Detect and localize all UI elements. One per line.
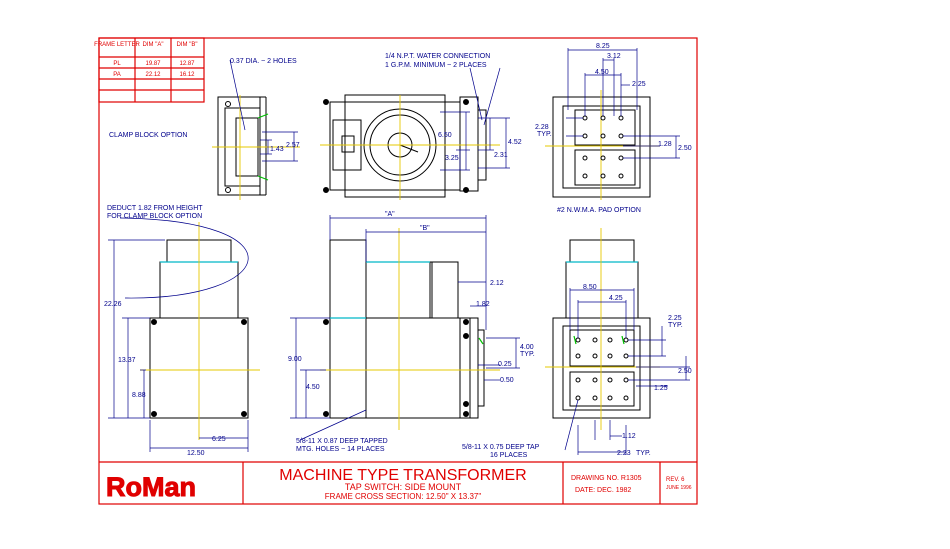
dim-label: 8.25 xyxy=(596,43,610,50)
dim-label: TYP. xyxy=(668,322,683,329)
drawing-subtitle: TAP SWITCH: SIDE MOUNT xyxy=(345,482,462,492)
clamp-block-view: 2.57 1.43 0.37 DIA. ~ 2 HOLES xyxy=(212,58,300,200)
table-cell: 22.12 xyxy=(145,72,161,78)
front-view: "A" "B" 2.12 1.82 9.00 4.50 4.00 TYP. 0.… xyxy=(288,211,535,453)
dim-label: 0.50 xyxy=(500,377,514,384)
dim-label: 1.25 xyxy=(654,385,668,392)
roman-logo: RoMan xyxy=(106,472,196,502)
water-note-1: 1/4 N.P.T. WATER CONNECTION xyxy=(385,53,490,60)
dim-label: 2.31 xyxy=(494,152,508,159)
table-header-dim-b: DIM "B" xyxy=(177,42,198,48)
pad-note: #2 N.W.M.A. PAD OPTION xyxy=(557,207,641,214)
dim-label: 1.28 xyxy=(658,141,672,148)
revision-date: JUNE 1996 xyxy=(666,485,692,491)
table-header-dim-a: DIM "A" xyxy=(143,42,164,48)
dim-label: 6.25 xyxy=(212,436,226,443)
dim-label: 8.88 xyxy=(132,392,146,399)
dim-label: 6.50 xyxy=(438,132,452,139)
drawing-date: DATE: DEC. 1982 xyxy=(575,487,631,494)
tapped-note-2: MTG. HOLES ~ 14 PLACES xyxy=(296,446,385,453)
dim-label: TYP. xyxy=(520,351,535,358)
table-cell: PA xyxy=(113,72,121,78)
pad-holes xyxy=(582,115,624,179)
tapped-note-1: 5/8-11 X 0.87 DEEP TAPPED xyxy=(296,438,388,445)
frame-section: FRAME CROSS SECTION: 12.50" X 13.37" xyxy=(325,492,482,501)
tap-note-1: 5/8-11 X 0.75 DEEP TAP xyxy=(462,444,540,451)
dim-label: 22.26 xyxy=(104,301,122,308)
dim-label: TYP. xyxy=(636,450,651,457)
dim-label: 1.12 xyxy=(622,433,636,440)
dim-label: 2.57 xyxy=(286,142,300,149)
dim-label: 4.00 xyxy=(520,344,534,351)
dim-label: 3.25 xyxy=(445,155,459,162)
dim-label: 2.12 xyxy=(490,280,504,287)
deduct-note-1: DEDUCT 1.82 FROM HEIGHT xyxy=(107,205,203,212)
dim-label: 1.43 xyxy=(270,146,284,153)
deduct-note-2: FOR CLAMP BLOCK OPTION xyxy=(107,213,202,220)
drawing-title: MACHINE TYPE TRANSFORMER xyxy=(279,467,526,484)
clamp-block-note: CLAMP BLOCK OPTION xyxy=(109,132,187,139)
table-cell: 19.87 xyxy=(145,61,161,67)
table-cell: PL xyxy=(113,61,121,67)
dim-label: 4.50 xyxy=(595,69,609,76)
dim-label: 2.28 xyxy=(535,124,549,131)
dim-label: 12.50 xyxy=(187,450,205,457)
dim-label: 1.82 xyxy=(476,301,490,308)
frame-table: FRAME LETTER DIM "A" DIM "B" PL 19.87 12… xyxy=(94,37,205,103)
left-side-view: 22.26 13.37 8.88 12.50 6.25 DEDUCT 1.82 … xyxy=(104,205,260,457)
dim-label: 4.52 xyxy=(508,139,522,146)
drawing-number: DRAWING NO. R1305 xyxy=(571,475,642,482)
table-cell: 16.12 xyxy=(179,72,195,78)
dim-label: 2.50 xyxy=(678,145,692,152)
dim-label: "A" xyxy=(385,211,395,218)
table-cell: 12.87 xyxy=(179,61,195,67)
dim-label: 4.50 xyxy=(306,384,320,391)
top-view: 6.50 3.25 4.52 2.31 1/4 N.P.T. WATER CON… xyxy=(320,53,522,200)
holes-note: 0.37 DIA. ~ 2 HOLES xyxy=(230,58,297,65)
table-header-frame: FRAME LETTER xyxy=(94,42,140,48)
dim-label: "B" xyxy=(420,225,430,232)
pad-option-view: 8.25 3.12 4.50 2.25 2.28 TYP. 1.28 2.50 … xyxy=(535,43,692,214)
dim-label: 13.37 xyxy=(118,357,136,364)
drawing-border xyxy=(98,37,698,505)
dim-label: TYP. xyxy=(537,131,552,138)
dim-label: 2.50 xyxy=(678,368,692,375)
title-block: RoMan MACHINE TYPE TRANSFORMER TAP SWITC… xyxy=(99,461,697,504)
dim-label: 9.00 xyxy=(288,356,302,363)
dim-label: 2.25 xyxy=(632,81,646,88)
tap-holes xyxy=(575,337,629,401)
right-side-view: 8.50 4.25 2.25 TYP. 2.50 1.25 1.12 2.23 … xyxy=(462,228,692,459)
dim-label: 3.12 xyxy=(607,53,621,60)
dim-label: 0.25 xyxy=(498,361,512,368)
revision: REV. 6 xyxy=(666,477,685,483)
dim-label: 4.25 xyxy=(609,295,623,302)
water-note-2: 1 G.P.M. MINIMUM ~ 2 PLACES xyxy=(385,62,487,69)
dim-label: 2.23 xyxy=(617,450,631,457)
tap-note-2: 16 PLACES xyxy=(490,452,528,459)
dim-label: 2.25 xyxy=(668,315,682,322)
dim-label: 8.50 xyxy=(583,284,597,291)
